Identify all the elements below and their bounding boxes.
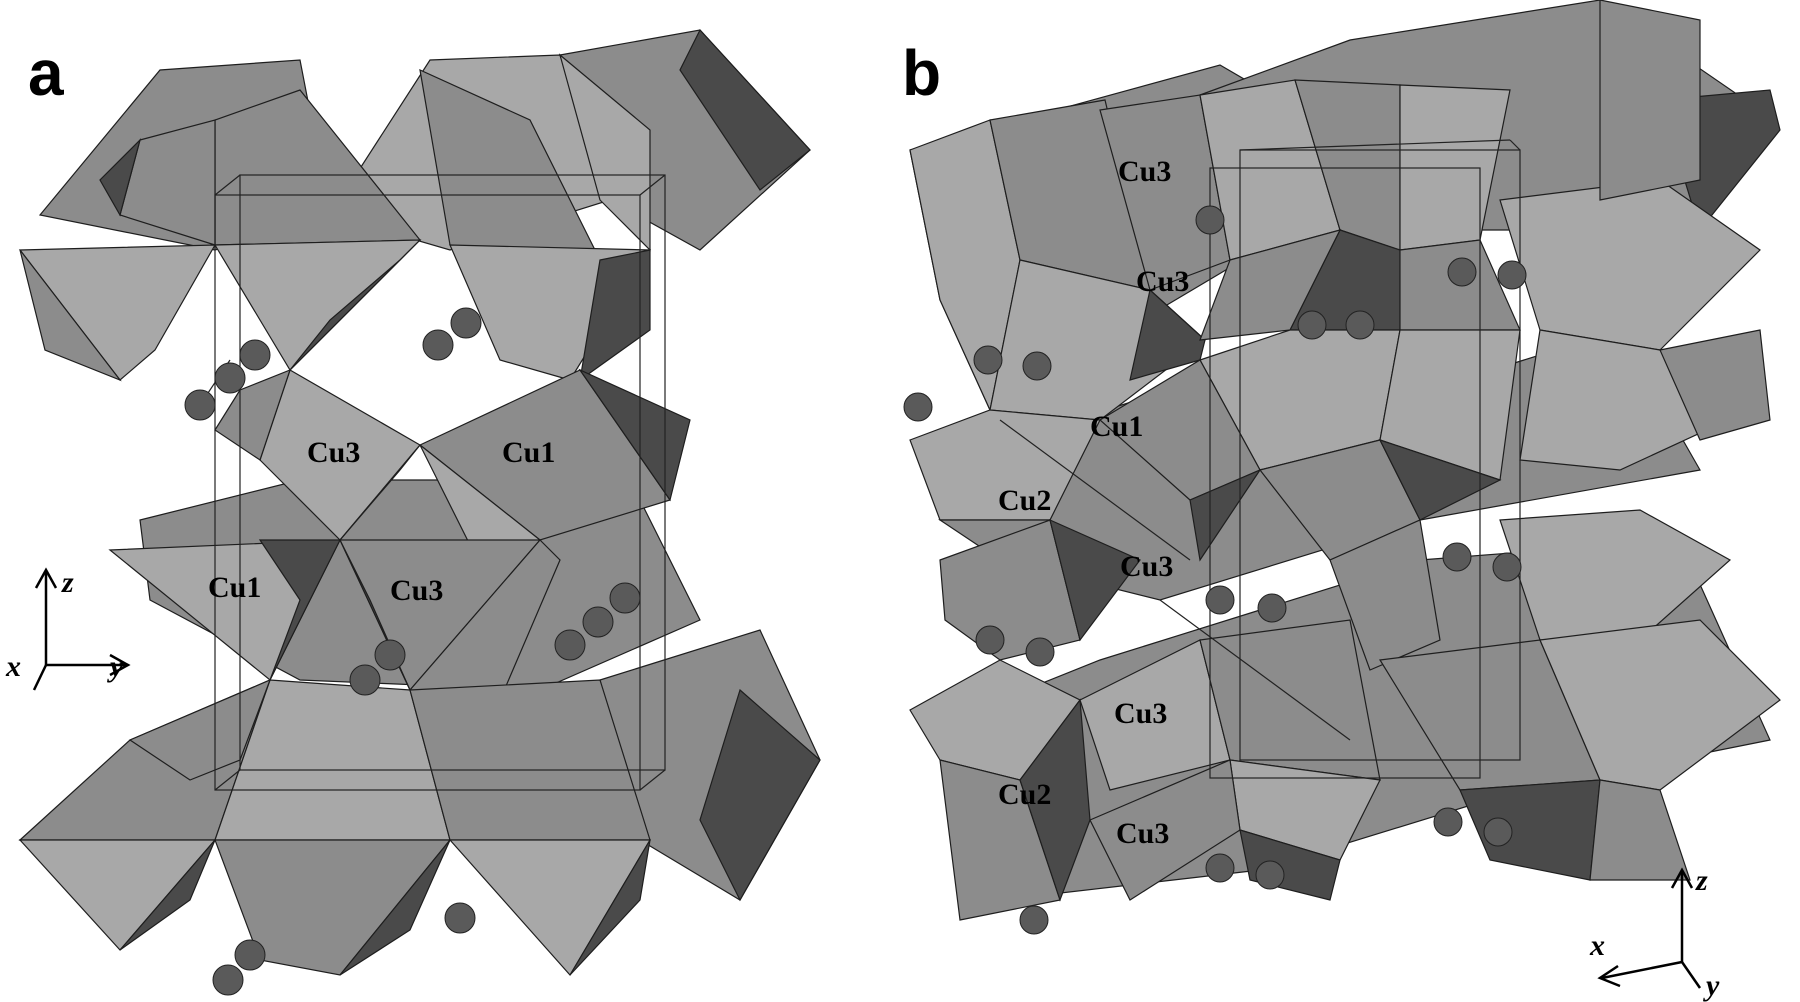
axis-x-label: x — [1589, 929, 1605, 962]
cu-label: Cu1 — [1090, 410, 1143, 443]
panel-b: b Cu3 Cu3 Cu1 Cu2 Cu3 Cu3 Cu2 Cu3 z x y — [900, 0, 1800, 1002]
atoms-a — [184, 307, 641, 996]
panel-a: a Cu3 Cu1 Cu1 Cu3 z x y — [5, 28, 821, 996]
polyhedra-upper-b — [909, 0, 1761, 421]
axis-indicator-a: z x y — [5, 566, 131, 691]
axis-z-label: z — [1695, 864, 1708, 897]
axis-z-label: z — [61, 566, 74, 599]
polyhedra-upper-a — [18, 53, 652, 382]
cu-label: Cu3 — [307, 436, 360, 469]
cu-label: Cu3 — [1118, 155, 1171, 188]
unit-cell-a — [214, 174, 666, 791]
cu-label: Cu3 — [1136, 265, 1189, 298]
cu-label: Cu1 — [502, 436, 555, 469]
structure-a-drawing: a Cu3 Cu1 Cu1 Cu3 z x y — [5, 28, 821, 996]
atoms-b — [903, 205, 1527, 935]
polyhedra-lower-a — [18, 678, 652, 977]
cu-label: Cu2 — [998, 484, 1051, 517]
cu-label: Cu3 — [1120, 550, 1173, 583]
cu-label: Cu3 — [390, 574, 443, 607]
polyhedra-middle-b — [909, 329, 1771, 671]
cu-label: Cu3 — [1116, 817, 1169, 850]
axis-y-label: y — [1703, 969, 1720, 1002]
axis-y-label: y — [107, 650, 124, 683]
axis-indicator-b: z x y — [1589, 864, 1720, 1002]
panel-b-letter: b — [902, 37, 941, 109]
unit-cell-b — [999, 139, 1521, 779]
cu-label: Cu1 — [208, 571, 261, 604]
axis-x-label: x — [5, 650, 21, 683]
polyhedra-lower-b — [909, 619, 1781, 921]
cu-label: Cu3 — [1114, 697, 1167, 730]
structure-b-drawing: b Cu3 Cu3 Cu1 Cu2 Cu3 Cu3 Cu2 Cu3 z x y — [902, 0, 1781, 1002]
cu-label: Cu2 — [998, 778, 1051, 811]
panel-a-letter: a — [28, 37, 64, 109]
